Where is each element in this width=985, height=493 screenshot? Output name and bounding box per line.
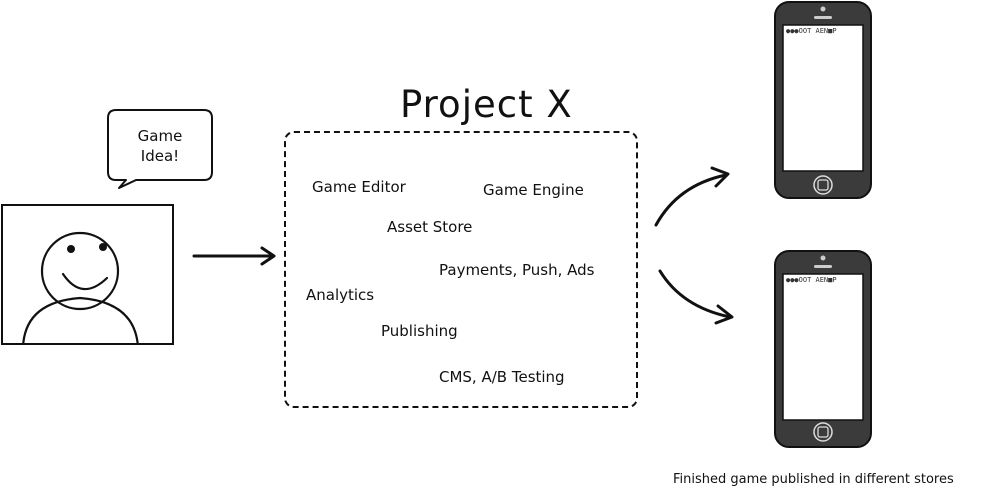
feature-payments: Payments, Push, Ads xyxy=(439,261,595,279)
feature-game-engine: Game Engine xyxy=(483,181,584,199)
project-title: Project X xyxy=(400,83,573,126)
feature-game-editor: Game Editor xyxy=(312,178,406,196)
speech-bubble xyxy=(107,109,213,189)
arrows-to-phones xyxy=(654,166,734,325)
person-mouth xyxy=(61,272,109,291)
project-box xyxy=(284,131,638,408)
feature-analytics: Analytics xyxy=(306,286,375,304)
arrow-to-project xyxy=(192,246,276,266)
arrow-to-bottom-phone xyxy=(658,269,732,319)
speech-bubble-text: Game Idea! xyxy=(114,126,206,166)
phone-top xyxy=(774,1,872,199)
person-figure xyxy=(22,231,139,343)
arrow-head-bottom xyxy=(714,304,734,325)
person-head xyxy=(40,231,120,311)
person-right-eye xyxy=(99,243,107,251)
phone-top-status-bar: ●●●OOT AEN■P xyxy=(786,27,837,35)
stores-caption: Finished game published in different sto… xyxy=(673,472,954,487)
phone-bottom xyxy=(774,250,872,448)
feature-asset-store: Asset Store xyxy=(387,218,473,236)
bubble-line-1: Game xyxy=(137,127,183,145)
arrow-to-top-phone xyxy=(654,173,728,227)
person-left-eye xyxy=(67,245,75,253)
arrow-head-top xyxy=(710,166,730,188)
person-body xyxy=(22,296,139,343)
person-frame xyxy=(1,204,174,345)
feature-cms: CMS, A/B Testing xyxy=(439,368,565,386)
phone-bottom-status-bar: ●●●OOT AEN■P xyxy=(786,276,837,284)
feature-publishing: Publishing xyxy=(381,322,458,340)
bubble-line-2: Idea! xyxy=(140,147,180,165)
